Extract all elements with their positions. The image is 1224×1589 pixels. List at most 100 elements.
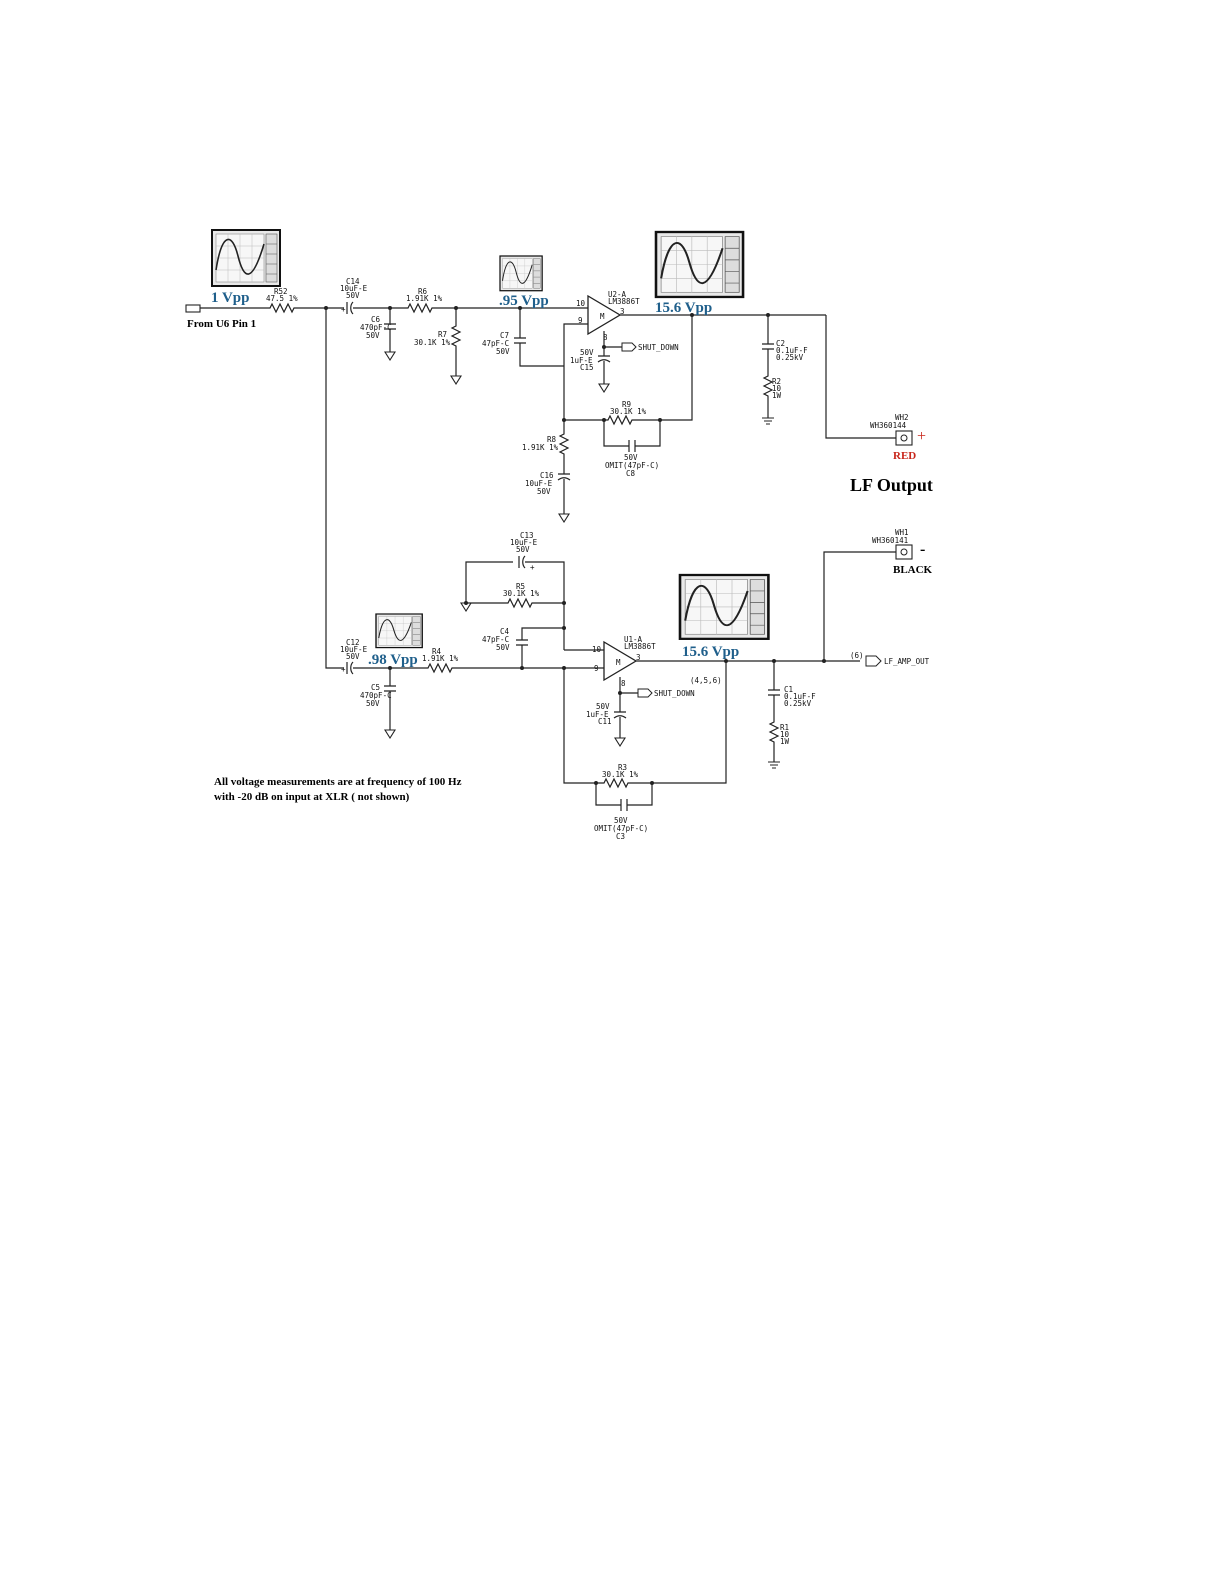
shutdown-port-icon — [637, 688, 653, 698]
upper-input-wire — [353, 302, 580, 314]
svg-text:8: 8 — [603, 333, 608, 342]
r1-value: 10 — [780, 730, 790, 739]
input-terminal-icon — [185, 304, 201, 313]
c8-capacitor — [603, 420, 661, 452]
lf-amp-out-port-icon — [865, 655, 882, 667]
ground-icon — [598, 383, 610, 393]
ground-icon — [384, 351, 396, 361]
c8-rating: 50V — [624, 453, 638, 462]
lf-amp-out-ref: (6) — [850, 651, 864, 660]
note-line-1: All voltage measurements are at frequenc… — [214, 776, 462, 788]
r2-ref: R2 — [772, 377, 781, 386]
svg-text:+: + — [341, 305, 346, 314]
r1-rating: 1W — [780, 737, 790, 746]
c6-rating: 50V — [366, 331, 380, 340]
svg-text:M: M — [600, 312, 605, 321]
shutdown-port-icon — [621, 342, 637, 352]
oscilloscope-thumbnail-icon — [211, 229, 281, 287]
wh2-part: WH360144 — [870, 421, 907, 430]
c4-value: 47pF-C — [482, 635, 509, 644]
lower-channel: WH1 WH360141 - BLACK C13 10uF-E 50V + R5… — [340, 528, 933, 841]
r7-ref: R7 — [438, 330, 447, 339]
c7-value: 47pF-C — [482, 339, 509, 348]
c11-rating: 50V — [596, 702, 610, 711]
split-bus-wire — [325, 308, 344, 669]
r6-value: 1.91K 1% — [406, 294, 443, 303]
u1-ref: U1-A — [624, 635, 643, 644]
op-amp-icon — [603, 640, 638, 682]
c13-ref: C13 — [520, 531, 534, 540]
ground-icon — [558, 513, 570, 523]
c11-value: 1uF-E — [586, 710, 609, 719]
c2-ref: C2 — [776, 339, 785, 348]
c11-ref: C11 — [598, 717, 612, 726]
black-terminal-icon — [895, 544, 913, 560]
oscilloscope-thumbnail-icon — [654, 230, 745, 299]
u1-part: LM3886T — [624, 642, 656, 651]
r8-value: 1.91K 1% — [522, 443, 559, 452]
svg-text:3: 3 — [620, 307, 625, 316]
c4-capacitor — [516, 627, 564, 668]
svg-text:M: M — [616, 658, 621, 667]
r7-value: 30.1K 1% — [414, 338, 451, 347]
c15-value: 1uF-E — [570, 356, 593, 365]
r9-value: 30.1K 1% — [610, 407, 647, 416]
svg-text:3: 3 — [636, 653, 641, 662]
c4-ref: C4 — [500, 627, 510, 636]
c16-ref: C16 — [540, 471, 554, 480]
c5-ref: C5 — [371, 683, 380, 692]
chassis-ground-icon — [767, 761, 781, 769]
c12-value: 10uF-E — [340, 645, 368, 654]
c15-rating: 50V — [580, 348, 594, 357]
c5-value: 470pF-C — [360, 691, 392, 700]
c16-rating: 50V — [537, 487, 551, 496]
input-vpp: 1 Vpp — [211, 290, 250, 306]
r4-value: 1.91K 1% — [422, 654, 459, 663]
lower-input-vpp: .98 Vpp — [368, 652, 418, 668]
oscilloscope-thumbnail-icon — [375, 613, 423, 649]
c6-capacitor — [384, 308, 396, 352]
c14-value: 10uF-E — [340, 284, 368, 293]
c12-ref: C12 — [346, 638, 360, 647]
c2-value: 0.1uF-F — [776, 346, 808, 355]
c12-rating: 50V — [346, 652, 360, 661]
r2-rating: 1W — [772, 391, 782, 400]
c14-ref: C14 — [346, 277, 360, 286]
r9-ref: R9 — [622, 400, 631, 409]
c5-capacitor — [384, 668, 396, 730]
c8-value: OMIT(47pF-C) — [605, 461, 659, 470]
c1-r1-zobel — [768, 661, 780, 762]
r8-ref: R8 — [547, 435, 557, 444]
oscilloscope-thumbnail-icon — [678, 573, 770, 641]
c1-value: 0.1uF-F — [784, 692, 816, 701]
c14-rating: 50V — [346, 291, 360, 300]
c14-capacitor — [346, 301, 354, 315]
u2-part: LM3886T — [608, 297, 640, 306]
r7-resistor — [450, 308, 462, 376]
c13-rating: 50V — [516, 545, 530, 554]
red-terminal-icon — [895, 430, 913, 446]
shutdown-lower-net: SHUT_DOWN — [654, 689, 695, 698]
wh2-ref: WH2 — [895, 413, 909, 422]
u2-ref: U2-A — [608, 290, 627, 299]
wh1-color: BLACK — [893, 564, 933, 576]
input-label: From U6 Pin 1 — [187, 318, 256, 330]
c13-value: 10uF-E — [510, 538, 538, 547]
ground-icon — [384, 729, 396, 739]
ground-icon — [614, 737, 626, 747]
upper-output-vpp: 15.6 Vpp — [655, 300, 712, 316]
c1-ref: C1 — [784, 685, 793, 694]
op-amp-icon — [587, 294, 622, 336]
c2-r2-zobel — [762, 315, 774, 418]
c6-value: 470pF-C — [360, 323, 392, 332]
r52-resistor — [200, 302, 344, 314]
c4-rating: 50V — [496, 643, 510, 652]
r52-ref: R52 — [274, 287, 288, 296]
output-title: LF Output — [850, 475, 933, 495]
r5-value: 30.1K 1% — [503, 589, 540, 598]
wh1-sign: - — [920, 541, 925, 558]
c1-rating: 0.25kV — [784, 699, 812, 708]
note-line-2: with -20 dB on input at XLR ( not shown) — [214, 791, 410, 803]
